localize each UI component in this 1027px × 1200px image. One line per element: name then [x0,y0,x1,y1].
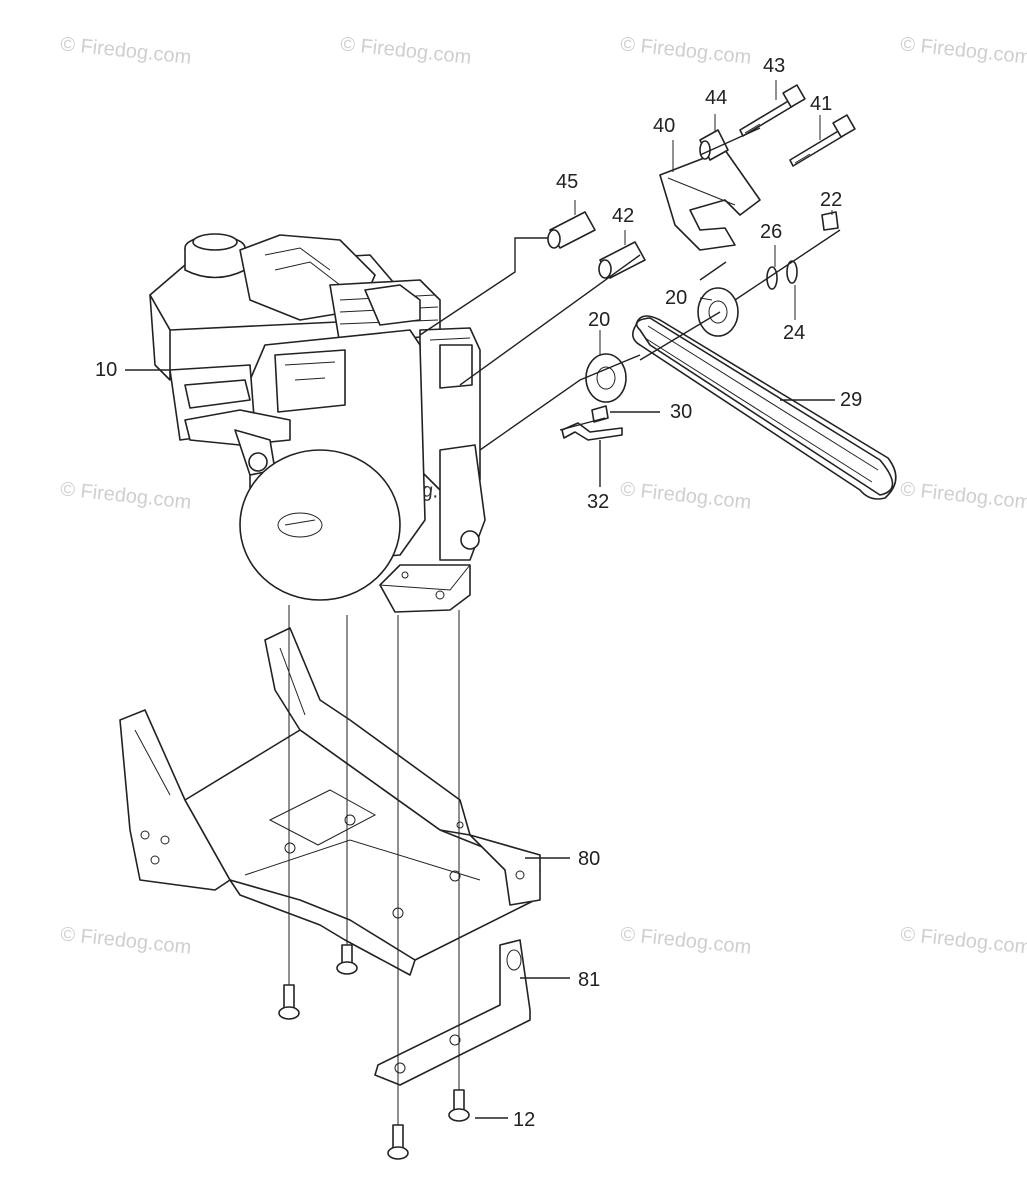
pulleys [585,287,739,403]
belt-illustration [632,315,897,500]
mount-plate-illustration [119,627,541,976]
callout-44: 44 [705,87,728,109]
callout-20-upper: 20 [665,287,688,309]
callout-12: 12 [513,1109,536,1131]
callout-43: 43 [763,55,786,77]
mount-bolts [278,944,470,1160]
leader-lines [125,80,841,1125]
callout-30: 30 [670,401,693,423]
callout-24: 24 [783,322,806,344]
callout-22: 22 [820,189,843,211]
belt-guard-illustration [659,149,761,251]
callout-41: 41 [810,93,833,115]
callout-32: 32 [587,491,610,513]
callout-26: 26 [760,221,783,243]
callout-42: 42 [612,205,635,227]
callout-10: 10 [95,359,118,381]
hardware-22-26-24 [766,211,839,290]
callout-45: 45 [556,171,579,193]
callout-40: 40 [653,115,676,137]
callout-80: 80 [578,848,601,870]
callout-29: 29 [840,389,863,411]
engine-illustration [149,233,486,613]
callout-20-lower: 20 [588,309,611,331]
spacers [547,129,729,279]
key-and-pin [561,405,623,441]
bolts-43-41 [739,84,856,167]
callout-81: 81 [578,969,601,991]
